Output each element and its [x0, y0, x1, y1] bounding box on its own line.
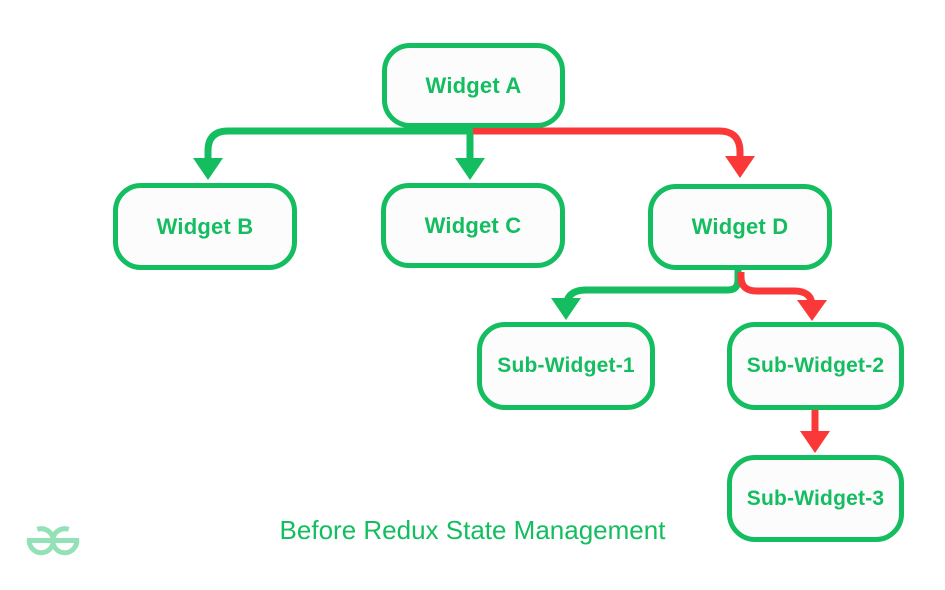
node-sub-widget-2: Sub-Widget-2	[727, 322, 904, 410]
node-widget-d: Widget D	[648, 184, 832, 270]
node-label: Sub-Widget-2	[746, 354, 885, 377]
node-label: Widget A	[425, 72, 522, 98]
edge-widget-d-sub-widget-2	[737, 272, 827, 321]
edge-sub-widget-2-sub-widget-3	[800, 408, 830, 453]
edge-widget-d-sub-widget-1	[551, 267, 742, 320]
node-sub-widget-3: Sub-Widget-3	[727, 455, 904, 542]
node-widget-c: Widget C	[381, 183, 565, 268]
node-label: Widget D	[691, 214, 789, 239]
node-label: Widget C	[424, 212, 522, 238]
node-label: Sub-Widget-1	[497, 354, 635, 377]
edge-widget-a-widget-c	[455, 131, 485, 180]
diagram-caption: Before Redux State Management	[279, 515, 666, 545]
node-sub-widget-1: Sub-Widget-1	[477, 322, 655, 410]
edge-widget-a-widget-d	[473, 127, 755, 178]
edge-widget-a-widget-b	[193, 127, 473, 180]
node-label: Widget B	[156, 213, 254, 239]
node-widget-a: Widget A	[382, 43, 565, 128]
node-label: Sub-Widget-3	[746, 486, 885, 510]
geeksforgeeks-logo-icon	[26, 526, 80, 556]
node-widget-b: Widget B	[113, 183, 297, 270]
